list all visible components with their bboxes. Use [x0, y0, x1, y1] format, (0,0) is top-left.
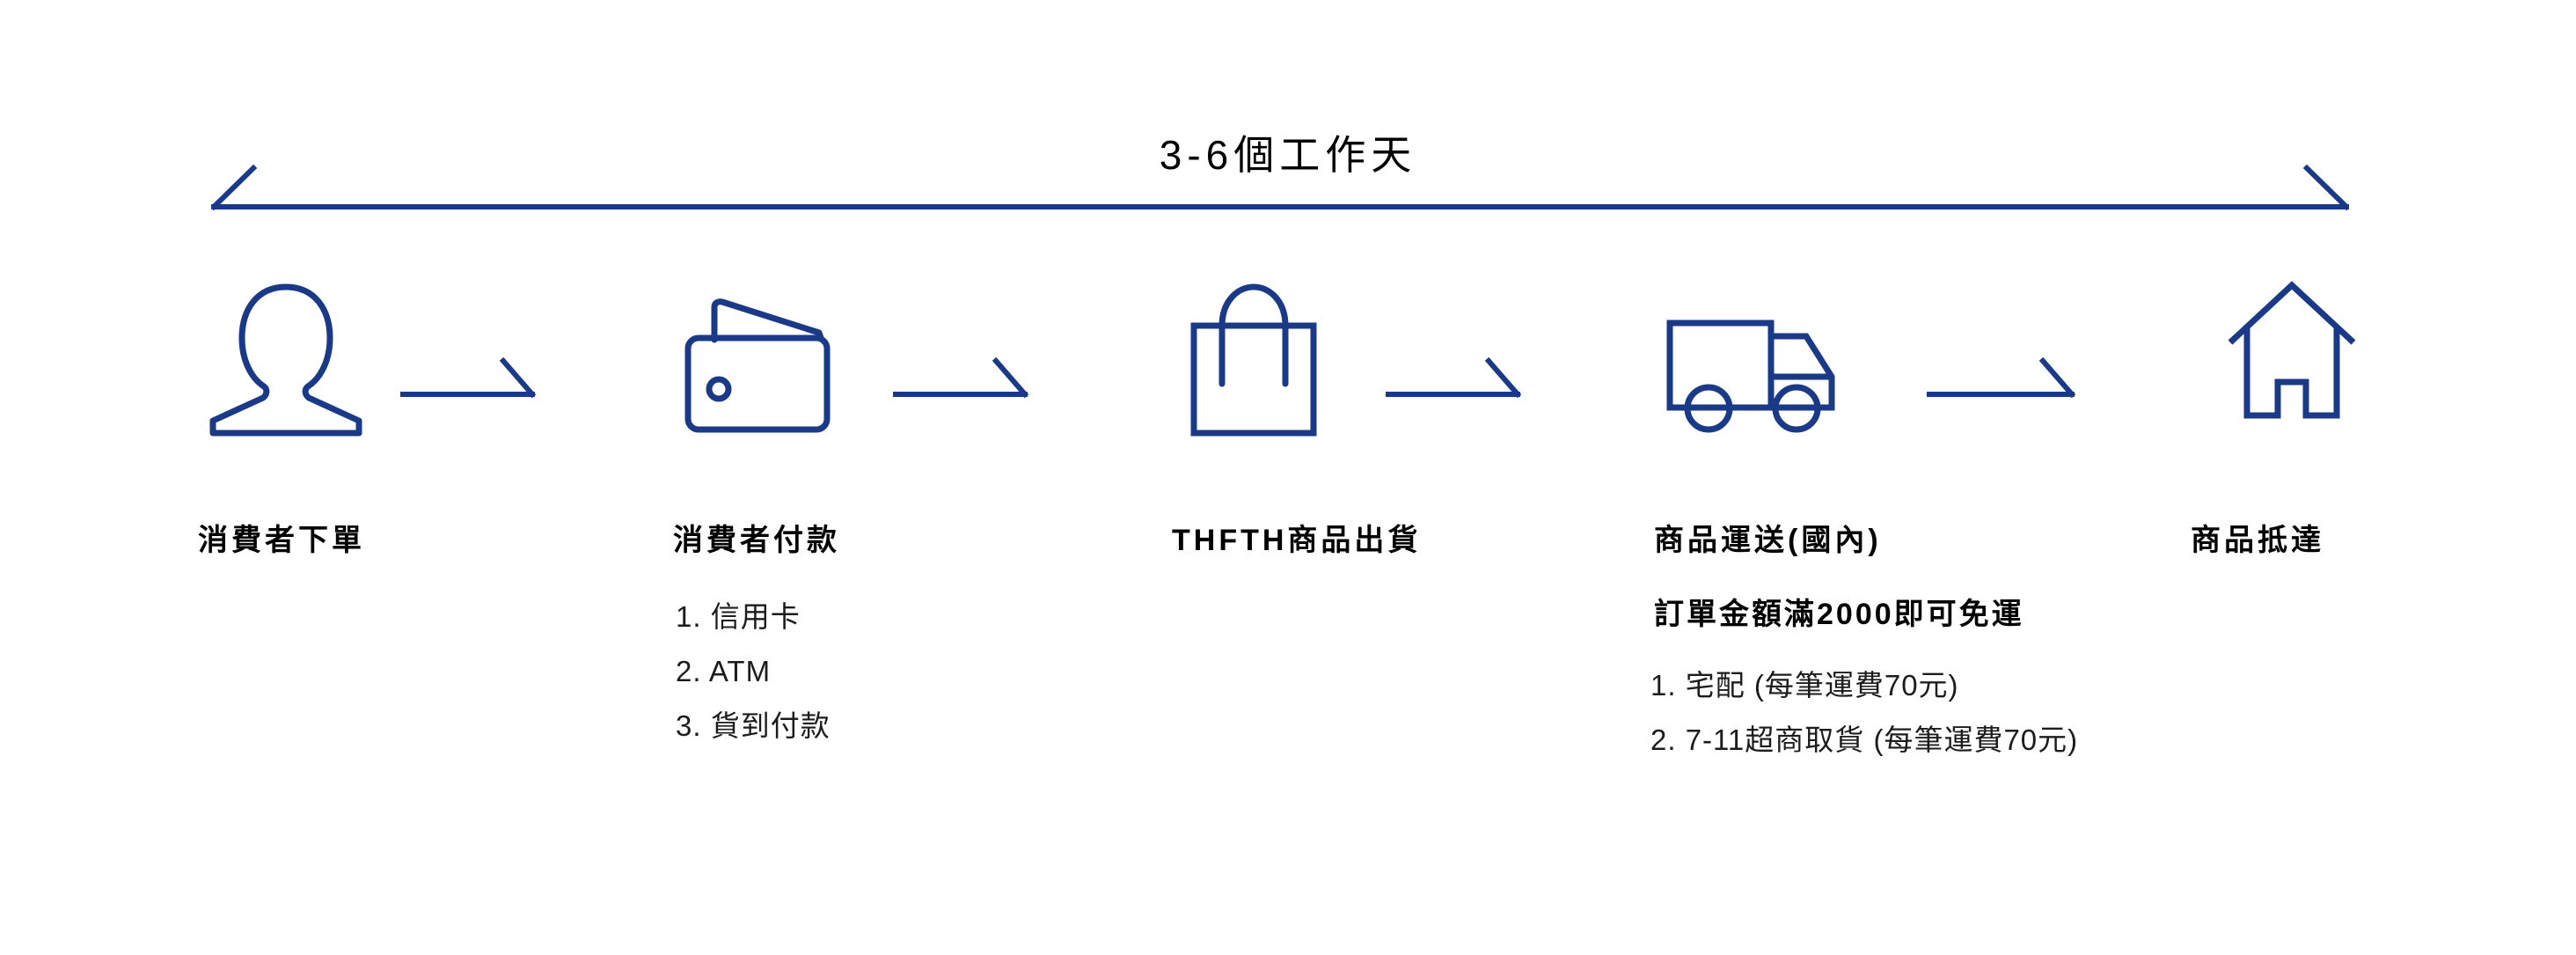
duration-title: 3-6個工作天 — [1159, 132, 1417, 178]
house-icon — [2228, 281, 2356, 419]
icon-slot-step-3 — [1183, 280, 1324, 443]
list-item: 2. 7-11超商取貨 (每筆運費70元) — [1650, 723, 2079, 756]
step-heading-5: 商品抵達 — [2191, 524, 2324, 557]
shopping-bag-icon — [1190, 283, 1317, 437]
list-item: 1. 宅配 (每筆運費70元) — [1650, 669, 1959, 702]
list-item: 2. ATM — [676, 654, 772, 687]
list-item: 1. 信用卡 — [676, 600, 801, 633]
step-heading-3: THFTH商品出貨 — [1172, 524, 1422, 557]
icon-slot-step-2 — [677, 280, 853, 443]
arrow-step-4-to-5 — [1926, 345, 2076, 411]
wallet-icon — [684, 298, 831, 433]
step-heading-1: 消費者下單 — [198, 524, 365, 557]
icon-slot-step-1 — [202, 280, 370, 443]
step-heading-4: 商品運送(國內) — [1654, 524, 1882, 557]
arrow-right-icon — [1385, 356, 1522, 399]
payment-method-list: 1. 信用卡 2. ATM 3. 貨到付款 — [676, 600, 831, 764]
list-item: 3. 貨到付款 — [676, 709, 831, 742]
arrow-step-3-to-4 — [1385, 345, 1522, 411]
person-icon — [209, 283, 362, 437]
span-bracket-icon — [211, 164, 2349, 211]
step-heading-2: 消費者付款 — [673, 524, 840, 557]
arrow-right-icon — [892, 356, 1029, 399]
arrow-right-icon — [399, 356, 537, 399]
arrow-step-1-to-2 — [399, 345, 537, 411]
free-shipping-note: 訂單金額滿2000即可免運 — [1654, 598, 2024, 631]
shipping-method-list: 1. 宅配 (每筆運費70元) 2. 7-11超商取貨 (每筆運費70元) — [1650, 669, 2078, 778]
arrow-step-2-to-3 — [892, 345, 1029, 411]
icon-slot-step-4 — [1663, 280, 1856, 443]
icon-slot-step-5 — [2226, 280, 2358, 443]
arrow-right-icon — [1926, 356, 2076, 399]
delivery-truck-icon — [1666, 320, 1835, 433]
